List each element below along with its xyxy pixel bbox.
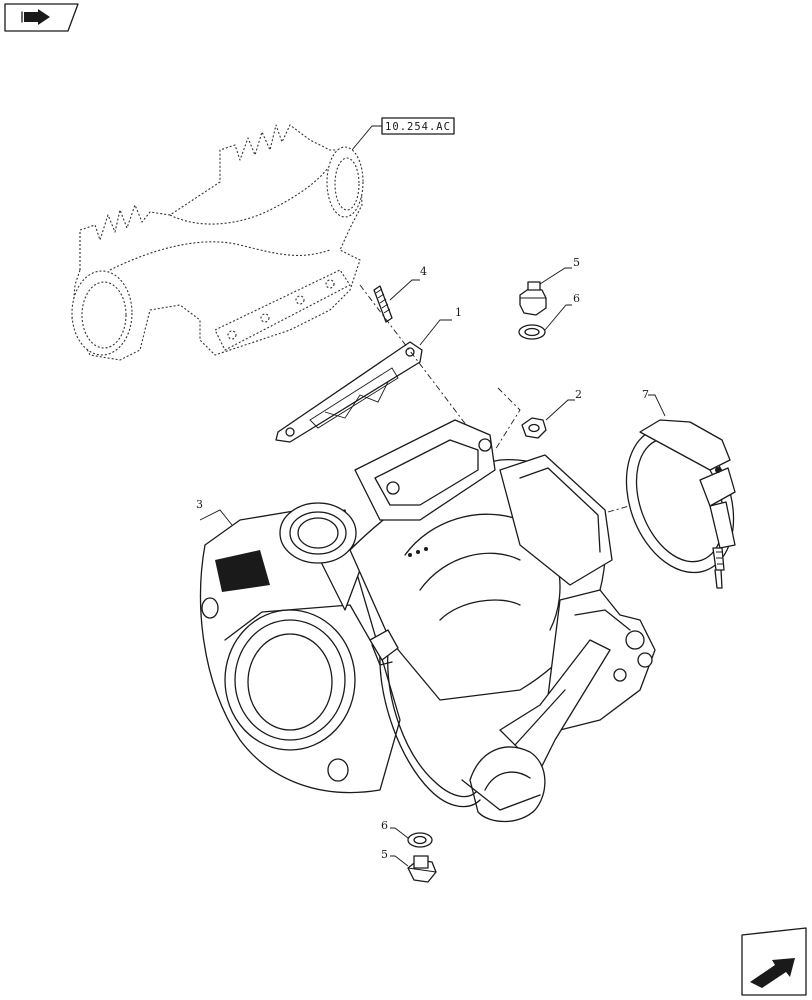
callout-5-top: 5 [573,256,580,269]
nut: 2 [521,388,582,439]
callout-5-bottom: 5 [381,848,388,861]
centerline-nut [494,387,521,451]
exhaust-manifold [71,124,364,361]
drain-screw-top: 5 [519,256,580,316]
callout-2: 2 [575,388,582,401]
washer-bottom: 6 [381,819,433,848]
section-navigation-icon[interactable] [4,3,79,32]
callout-6-top: 6 [573,292,580,305]
callout-7: 7 [642,388,649,401]
gasket: 1 [275,306,462,443]
callout-4: 4 [420,265,427,278]
reference-tag-box[interactable]: 10.254.AC [351,117,455,151]
next-page-arrow-icon[interactable] [741,927,807,996]
centerline-manifold [359,284,471,431]
reference-tag-text: 10.254.AC [385,121,451,133]
callout-3: 3 [196,498,203,511]
turbocharger: 3 [196,419,656,823]
v-band-clamp: 7 [625,388,736,589]
callout-6-bottom: 6 [381,819,388,832]
drain-screw-bottom: 5 [381,848,437,883]
callout-1: 1 [455,306,462,319]
washer-top: 6 [518,292,580,340]
stud: 4 [373,265,427,323]
